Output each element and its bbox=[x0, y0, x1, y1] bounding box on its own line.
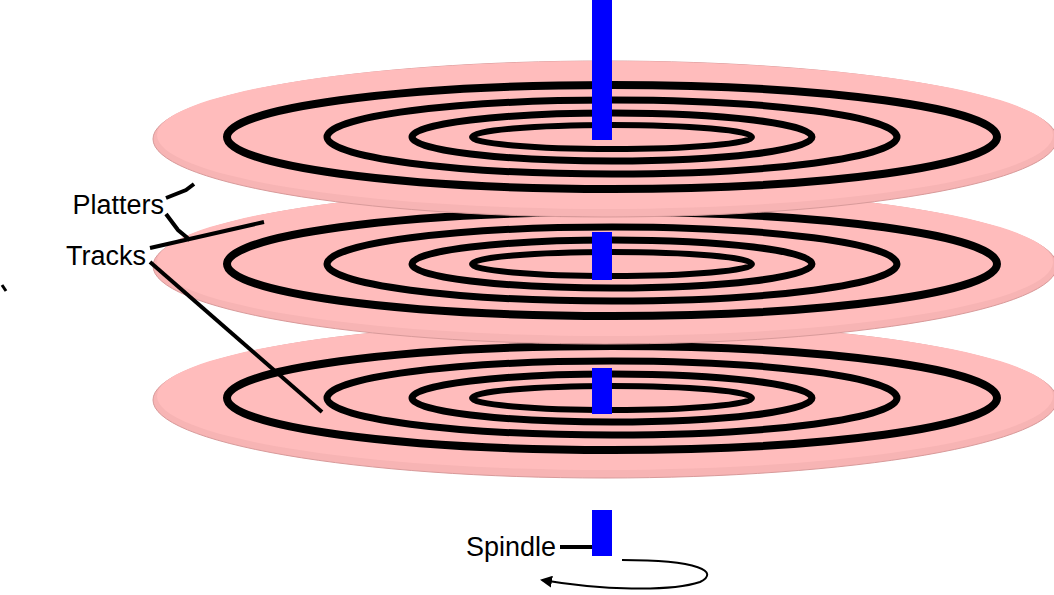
leader-line bbox=[150, 184, 592, 547]
rotation-arrow bbox=[542, 560, 707, 589]
spindle bbox=[592, 368, 612, 414]
spindle bbox=[592, 510, 612, 556]
platter bbox=[153, 0, 1054, 217]
platter bbox=[153, 322, 1054, 478]
spindle bbox=[592, 0, 612, 140]
part-label: Platters bbox=[72, 191, 164, 221]
part-label: Spindle bbox=[466, 533, 556, 563]
part-label: Tracks bbox=[66, 242, 146, 272]
spindle bbox=[592, 232, 612, 280]
tick-mark bbox=[2, 285, 6, 291]
